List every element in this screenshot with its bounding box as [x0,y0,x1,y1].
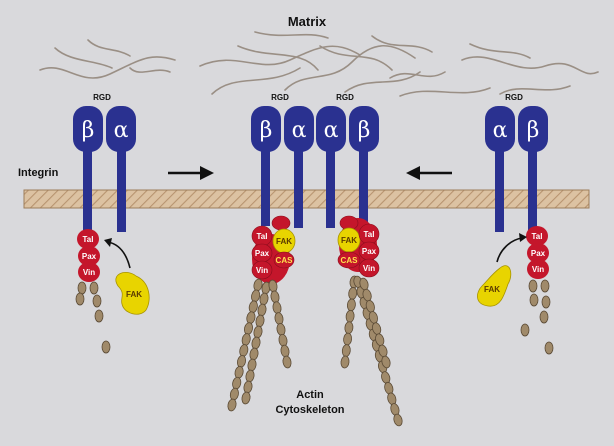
actin-monomer [253,325,263,338]
actin-monomer [250,289,260,302]
alpha-label-left: α [114,118,129,143]
actin-monomer [227,398,237,411]
vinculin-label-center-right: Vin [363,264,375,273]
vinculin-label-center-left: Vin [256,266,268,275]
actin-monomer [348,287,357,300]
actin-label-line2: Cytoskeleton [275,404,344,416]
actin-monomer [251,336,261,349]
cas-label-center-left: CAS [276,256,294,265]
paxillin-label-left: Pax [82,252,97,261]
alpha-label-center-right: α [324,118,339,143]
focal-complex-center-right: FAK CAS Tal Pax Vin [338,216,379,277]
actin-monomer [241,391,251,404]
alpha-label-center-left: α [292,118,307,143]
clustering-arrow-right [168,166,214,180]
actin-monomer [248,300,258,313]
title-matrix: Matrix [288,14,327,29]
actin-monomer [272,301,282,314]
actin-monomer [343,333,352,346]
fak-left: FAK [104,238,149,314]
paxillin-label-center-right: Pax [362,247,377,256]
actin-monomer [342,344,351,357]
beta-label-left: β [82,118,95,143]
integrin-right: RGD α β [485,93,548,232]
actin-monomer [282,355,292,368]
integrin-left: RGD β α [73,93,136,232]
fak-label-center-left: FAK [276,237,292,246]
vinculin-label-right: Vin [532,265,544,274]
membrane-label: Integrin [18,167,59,179]
beta-label-center-left: β [260,118,273,143]
actin-monomer [274,312,284,325]
actin-monomer [249,347,259,360]
paxillin-label-right: Pax [531,249,546,258]
actin-monomer [243,322,253,335]
beta-label-center-right: β [358,118,371,143]
actin-monomer [234,366,244,379]
actin-monomer [232,376,242,389]
actin-monomer [276,323,286,336]
actin-monomer [278,334,288,347]
clustering-arrow-left [406,166,452,180]
actin-beads-right [521,280,553,354]
actin-monomer [345,310,354,323]
rgd-label-right: RGD [505,93,523,102]
fak-label-right: FAK [484,285,500,294]
actin-monomer [229,387,239,400]
fak-right: FAK [477,233,527,306]
talin-label-center-left: Tal [257,232,268,241]
fak-label-center-right: FAK [341,236,357,245]
rgd-label-left: RGD [93,93,111,102]
actin-monomer [236,355,246,368]
rgd-label-center-left: RGD [271,93,289,102]
actin-monomer [257,303,267,316]
actin-monomer [255,314,265,327]
alpha-label-right: α [493,118,508,143]
focal-complex-left: Tal Pax Vin [77,229,100,282]
actin-beads-left [76,282,110,353]
cell-membrane [24,190,589,208]
actin-monomer [280,344,290,357]
talin-label-center-right: Tal [364,230,375,239]
actin-monomer [259,292,269,305]
focal-complex-right: Tal Pax Vin [526,226,549,279]
actin-monomer [247,358,257,371]
fak-label-left: FAK [126,290,142,299]
actin-monomer [344,321,353,334]
talin-label-left: Tal [83,235,94,244]
actin-monomer [245,369,255,382]
actin-monomer [246,311,256,324]
cas-label-center-right: CAS [341,256,359,265]
beta-label-right: β [527,118,540,143]
actin-monomer [243,380,253,393]
actin-monomer [340,356,349,369]
focal-complex-center-left: Tal Pax Vin FAK CAS [252,216,295,284]
rgd-label-center-right: RGD [336,93,354,102]
actin-monomer [241,333,251,346]
paxillin-label-center-left: Pax [255,249,270,258]
actin-monomer [270,290,280,303]
vinculin-label-left: Vin [83,268,95,277]
actin-monomer [239,344,249,357]
matrix-fibers [40,32,598,96]
actin-monomer [347,298,356,311]
talin-label-right: Tal [532,232,543,241]
actin-label-line1: Actin [296,389,324,401]
